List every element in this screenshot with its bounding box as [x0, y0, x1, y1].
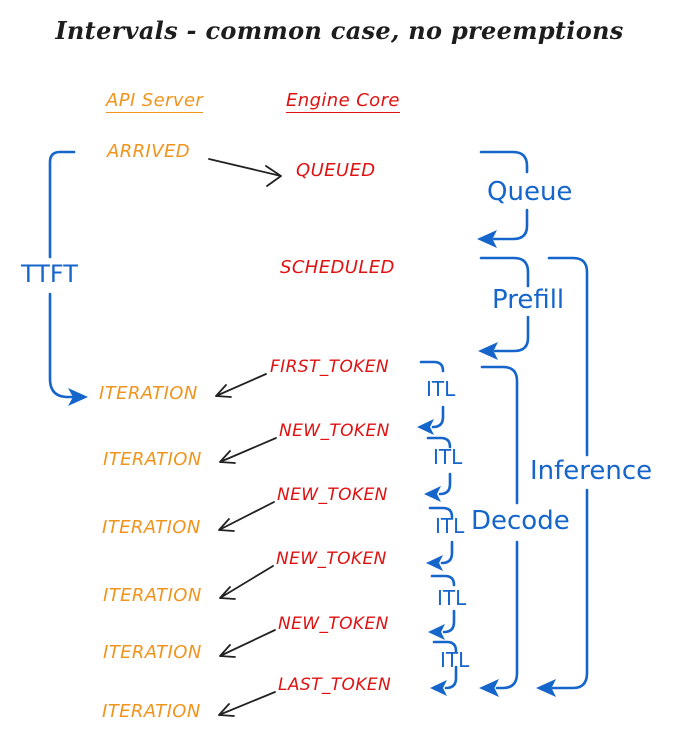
- interval-label-ttft: TTFT: [21, 260, 78, 288]
- column-header-api-server: API Server: [106, 90, 204, 113]
- queue-bracket-bottom: [492, 208, 529, 241]
- ttft-bracket-bottom: [48, 292, 74, 399]
- itl-3-hook: [440, 540, 454, 565]
- queue-arrowhead: [477, 230, 497, 248]
- event-scheduled: SCHEDULED: [280, 257, 395, 278]
- page-title: Intervals - common case, no preemptions: [55, 16, 624, 45]
- last-token-to-iteration-arrow: [218, 691, 276, 717]
- event-iteration-1: ITERATION: [99, 383, 198, 404]
- prefill-bracket-top: [479, 256, 530, 288]
- itl-3-arrowhead: [426, 555, 443, 571]
- itl-4-arc: [430, 574, 456, 587]
- event-queued: QUEUED: [296, 160, 376, 181]
- itl-4-arrowhead: [428, 624, 445, 640]
- inference-bracket-top: [547, 256, 589, 457]
- queue-bracket-top: [479, 150, 529, 174]
- event-iteration-3: ITERATION: [102, 517, 201, 538]
- itl-1-arrowhead: [417, 419, 434, 435]
- interval-label-itl-5: ITL: [440, 648, 470, 672]
- inference-arrowhead: [536, 679, 556, 697]
- event-iteration-2: ITERATION: [103, 449, 202, 470]
- interval-label-inference: Inference: [530, 456, 653, 486]
- event-new-token-1: NEW_TOKEN: [279, 421, 390, 441]
- itl-5-hook: [444, 665, 458, 690]
- interval-label-decode: Decode: [471, 506, 570, 536]
- itl-4-hook: [442, 609, 456, 634]
- interval-label-prefill: Prefill: [492, 285, 565, 315]
- inference-bracket-bottom: [551, 488, 589, 690]
- event-new-token-4: NEW_TOKEN: [278, 614, 389, 634]
- decode-bracket-top: [480, 365, 519, 505]
- interval-label-queue: Queue: [487, 177, 573, 207]
- arrived-to-queued-arrow: [208, 158, 282, 187]
- prefill-arrowhead: [478, 342, 498, 360]
- new-token-3-to-iteration-arrow: [219, 565, 274, 600]
- itl-2-hook: [438, 472, 452, 496]
- new-token-2-to-iteration-arrow: [218, 501, 275, 532]
- event-arrived: ARRIVED: [107, 141, 190, 162]
- decode-bracket-bottom: [495, 540, 519, 690]
- prefill-bracket-bottom: [493, 315, 530, 353]
- ttft-arrowhead: [68, 388, 88, 406]
- new-token-4-to-iteration-arrow: [219, 629, 276, 658]
- itl-2-arc: [426, 436, 452, 449]
- itl-1-hook: [431, 405, 445, 429]
- itl-1-arc: [419, 360, 445, 373]
- event-new-token-3: NEW_TOKEN: [276, 549, 387, 569]
- itl-5-arc: [432, 640, 458, 653]
- event-new-token-2: NEW_TOKEN: [277, 485, 388, 505]
- itl-5-arrowhead: [430, 680, 447, 696]
- event-iteration-5: ITERATION: [103, 642, 202, 663]
- event-first-token: FIRST_TOKEN: [270, 357, 390, 377]
- itl-3-arc: [428, 506, 454, 519]
- interval-label-itl-1: ITL: [426, 377, 456, 401]
- interval-label-itl-2: ITL: [433, 445, 463, 469]
- event-iteration-4: ITERATION: [103, 585, 202, 606]
- ttft-bracket-top: [48, 150, 76, 259]
- new-token-1-to-iteration-arrow: [219, 437, 277, 464]
- event-last-token: LAST_TOKEN: [278, 675, 392, 695]
- event-iteration-6: ITERATION: [102, 701, 201, 722]
- column-header-engine-core: Engine Core: [286, 90, 400, 113]
- decode-arrowhead: [479, 679, 499, 697]
- itl-2-arrowhead: [424, 486, 441, 502]
- first-token-to-iteration-arrow: [215, 373, 267, 398]
- interval-label-itl-3: ITL: [435, 514, 465, 538]
- interval-label-itl-4: ITL: [437, 586, 467, 610]
